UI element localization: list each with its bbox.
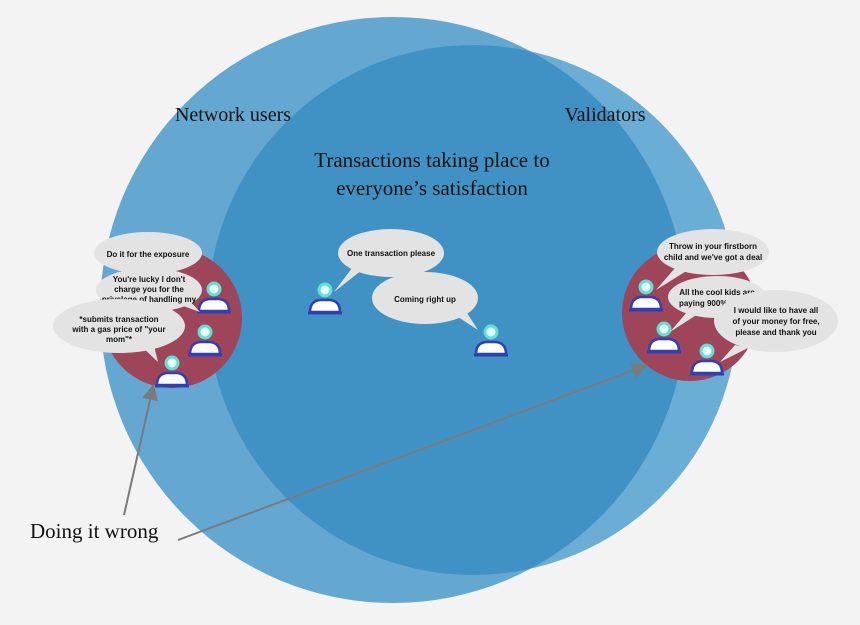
center-label-line1: Transactions taking place to [314,148,549,172]
svg-text:of your money for free,: of your money for free, [732,317,819,326]
svg-text:with a gas price of "your: with a gas price of "your [71,325,165,334]
svg-text:charge you for the: charge you for the [114,285,184,294]
svg-text:You're lucky I don't: You're lucky I don't [113,275,186,284]
svg-text:child and we've got a deal: child and we've got a deal [664,253,762,262]
speech-bubble-coming-right-up: Coming right up [372,272,478,330]
svg-text:All the cool kids are: All the cool kids are [679,288,755,297]
speech-bubble-firstborn: Throw in your firstborn child and we've … [656,229,769,290]
svg-text:One transaction please: One transaction please [347,249,436,258]
svg-text:I would like to have all: I would like to have all [734,306,818,315]
arrow-to-right-zone [177,362,648,541]
overlap-region [208,45,686,575]
svg-text:*submits transaction: *submits transaction [79,315,158,324]
arrow-to-left-zone [123,383,158,516]
svg-text:privelege of handling my: privelege of handling my [102,295,197,304]
svg-text:please and thank you: please and thank you [735,328,816,337]
validators-label: Validators [564,104,645,126]
svg-text:mom"*: mom"* [106,335,133,344]
svg-text:Throw in your firstborn: Throw in your firstborn [669,242,757,251]
center-label-line2: everyone’s satisfaction [336,176,528,200]
svg-text:paying 900% tx fees: paying 900% tx fees [679,299,756,308]
annotation-label: Doing it wrong [30,519,159,543]
speech-bubble-one-transaction: One transaction please [334,229,444,292]
network-users-label: Network users [175,104,291,126]
speech-bubble-submits: *submits transaction with a gas price of… [53,299,185,362]
speech-bubble-money-free: I would like to have all of your money f… [714,290,838,362]
svg-text:Do it for the exposure: Do it for the exposure [107,250,190,259]
svg-text:Coming right up: Coming right up [394,295,456,304]
